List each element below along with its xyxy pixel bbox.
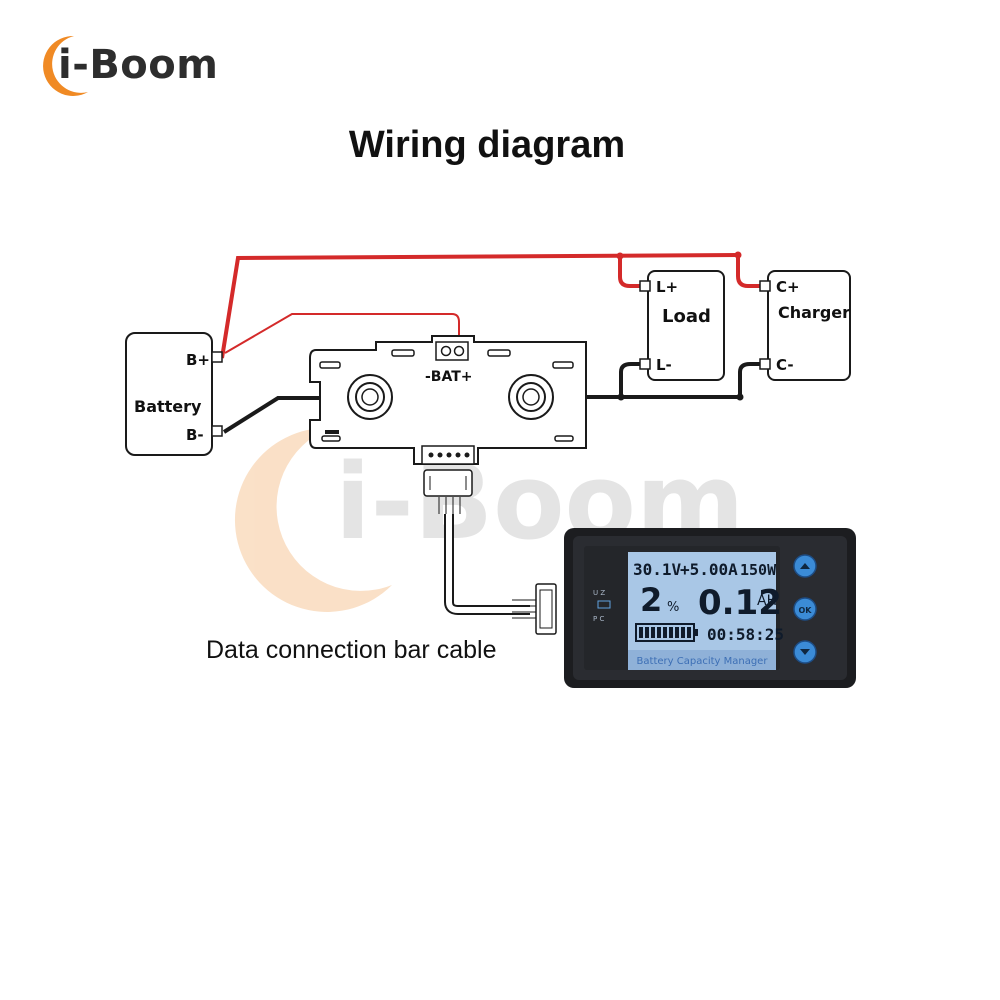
gauge-segment: [651, 627, 655, 638]
wire-to-charger-minus: [738, 362, 764, 397]
logo-crescent-icon: [43, 35, 88, 96]
meter-bottom-label: Battery Capacity Manager: [637, 656, 769, 667]
down-icon: [800, 649, 810, 655]
battery-minus-label: B-: [186, 426, 204, 444]
page-title: Wiring diagram: [348, 124, 626, 166]
watermark-crescent-icon: [234, 427, 392, 612]
gauge-segment: [675, 627, 679, 638]
wire-to-load-minus: [619, 362, 646, 397]
shunt-terminal-label: -BAT+: [425, 369, 473, 385]
wire-bplus-to-loads: [220, 253, 739, 359]
meter-power: 150W: [740, 561, 777, 579]
meter-capacity: 0.12: [698, 583, 782, 623]
charger-label: Charger: [778, 303, 850, 322]
shunt: -BAT+: [309, 335, 587, 465]
shunt-bolt-right: [508, 374, 554, 420]
charger-box: C+ Charger C-: [759, 270, 851, 381]
brand-logo: i-Boom: [30, 28, 230, 100]
wire-to-charger-plus: [736, 255, 764, 288]
wire-to-load-plus: [618, 256, 646, 288]
load-label: Load: [662, 306, 711, 327]
meter-lcd-screen: [628, 552, 776, 656]
positive-wires: [220, 253, 764, 359]
gauge-segment: [681, 627, 685, 638]
gauge-segment: [657, 627, 661, 638]
svg-text:P C: P C: [593, 615, 604, 623]
meter-port-label: U Z: [593, 589, 605, 597]
meter-ok-button[interactable]: OK: [793, 597, 817, 621]
meter-up-button[interactable]: [793, 554, 817, 578]
meter-voltage: 30.1V: [633, 560, 682, 579]
load-minus-label: L-: [656, 356, 672, 374]
ok-button-label: OK: [799, 606, 813, 615]
charger-plus-label: C+: [776, 278, 800, 296]
meter-current: +5.00A: [680, 560, 738, 579]
battery-label: Battery: [134, 397, 202, 416]
meter-battery-gauge: [635, 623, 698, 642]
gauge-segment: [645, 627, 649, 638]
logo-text: i-Boom: [58, 42, 219, 88]
gauge-segment: [669, 627, 673, 638]
meter-time: 00:58:25: [707, 625, 784, 644]
up-icon: [800, 563, 810, 569]
load-plus-label: L+: [656, 278, 678, 296]
gauge-segment: [687, 627, 691, 638]
meter-percent: 2: [640, 581, 662, 619]
gauge-segment: [663, 627, 667, 638]
battery-meter: U Z P C 30.1V +5.00A 150W 2 % 0.12 AH 00…: [564, 528, 856, 688]
charger-minus-label: C-: [776, 356, 794, 374]
data-cable: [423, 469, 557, 635]
load-box: L+ Load L-: [639, 270, 725, 381]
battery-box: Battery B+ B-: [125, 332, 223, 456]
meter-percent-unit: %: [667, 600, 679, 615]
gauge-segment: [639, 627, 643, 638]
battery-plus-label: B+: [186, 351, 210, 369]
meter-down-button[interactable]: [793, 640, 817, 664]
wire-bplus-to-shunt-sense: [224, 313, 460, 354]
meter-capacity-unit: AH: [757, 593, 777, 609]
cable-caption: Data connection bar cable: [206, 636, 497, 664]
shunt-bolt-left: [347, 374, 393, 420]
